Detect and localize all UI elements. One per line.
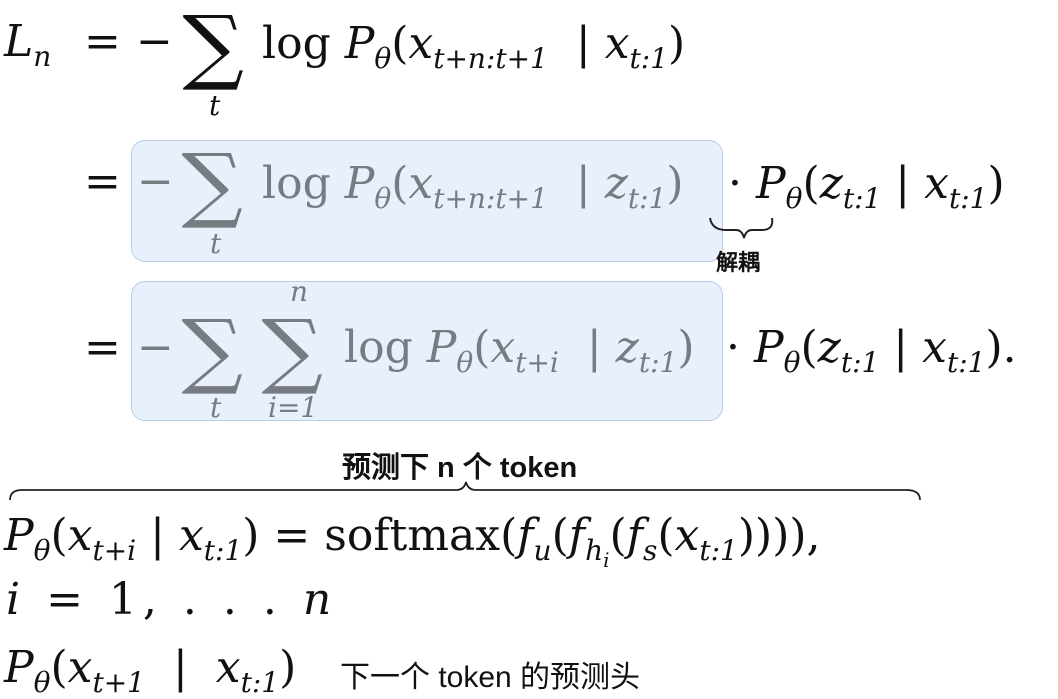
predict-brace	[9, 481, 921, 501]
decouple-brace	[709, 217, 774, 239]
sum-symbol: ∑	[182, 0, 245, 94]
equation-line-2: = − ∑ t log Pθ(xt+n:t+1 | zt:1) · Pθ(zt:…	[84, 137, 1005, 260]
next-token-head-label: 下一个 token 的预测头	[340, 661, 641, 694]
equation-line-5: i = 1, . . . n	[6, 574, 338, 625]
highlight-box-line3	[131, 281, 723, 421]
highlight-box-line2	[131, 140, 723, 262]
equation-line-6: Pθ(xt+1 | xt:1)	[4, 642, 297, 699]
equation-line-3: = − ∑ t n ∑ i=1 log Pθ(xt+i | zt:1) · Pθ…	[84, 275, 1017, 424]
equation-line-4: Pθ(xt+i | xt:1) = softmax(fu(fhi(fs(xt:1…	[4, 510, 821, 572]
predict-next-n-label: 预测下 n 个 token	[342, 452, 578, 484]
decouple-label: 解耦	[716, 250, 761, 275]
